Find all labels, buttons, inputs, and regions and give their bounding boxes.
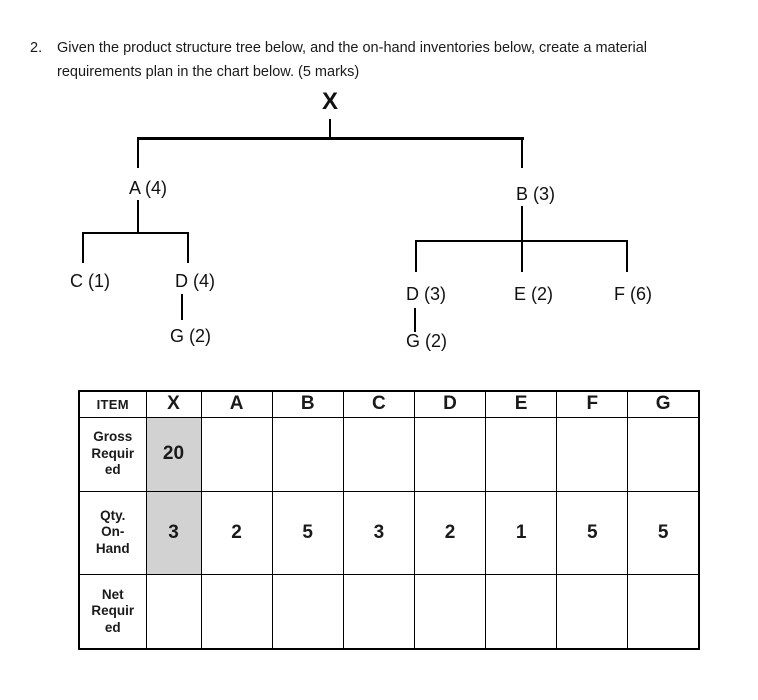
cell-gross-e — [485, 416, 558, 492]
cell-gross-f — [556, 416, 629, 492]
tree-node-a: A (4) — [129, 178, 168, 198]
tree-edge-d1-drop — [187, 232, 189, 263]
col-header-f: F — [556, 390, 629, 418]
tree-node-d-under-b: D (3) — [406, 284, 446, 304]
row-label-qty-on-hand: Qty. On- Hand — [78, 490, 147, 575]
cell-qty-a: 2 — [200, 490, 273, 575]
qty-on-hand-row: Qty. On- Hand 3 2 5 3 2 1 5 5 — [78, 490, 700, 575]
row-label-net-required: Net Requir ed — [78, 573, 147, 650]
cell-net-f — [556, 573, 629, 650]
gross-required-row: Gross Requir ed 20 — [78, 416, 700, 492]
tree-node-d-under-a: D (4) — [175, 271, 215, 291]
col-header-x: X — [145, 390, 202, 418]
tree-node-c: C (1) — [70, 271, 110, 291]
cell-gross-d — [413, 416, 487, 492]
tree-edge-c-drop — [82, 232, 84, 263]
tree-edge-d2-g-stub — [414, 308, 416, 332]
tree-edge-f-drop — [626, 240, 628, 272]
col-header-e: E — [485, 390, 558, 418]
cell-gross-x: 20 — [145, 416, 202, 492]
product-structure-tree: X A (4) B (3) C (1) D (4) G (2) D (3) E … — [70, 88, 652, 351]
col-header-b: B — [271, 390, 344, 418]
tree-node-f: F (6) — [614, 284, 652, 304]
cell-net-x — [145, 573, 202, 650]
tree-node-e: E (2) — [514, 284, 554, 304]
question-text: Given the product structure tree below, … — [57, 40, 648, 80]
cell-net-c — [342, 573, 415, 650]
cell-net-d — [413, 573, 487, 650]
question-number: 2. — [30, 40, 43, 56]
cell-qty-g: 5 — [627, 490, 700, 575]
tree-edge-a-children-bar — [82, 232, 189, 234]
col-header-item: ITEM — [78, 390, 147, 418]
cell-qty-e: 1 — [485, 490, 558, 575]
tree-edge-main-bar — [137, 137, 524, 140]
col-header-c: C — [342, 390, 415, 418]
net-required-row: Net Requir ed — [78, 573, 700, 650]
table-header-row: ITEM X A B C D E F G — [78, 390, 700, 418]
tree-edge-a-stub — [137, 200, 139, 234]
tree-edge-main-right-drop — [521, 137, 523, 168]
cell-qty-d: 2 — [413, 490, 487, 575]
row-label-gross-required: Gross Requir ed — [78, 416, 147, 492]
cell-gross-g — [627, 416, 700, 492]
cell-qty-f: 5 — [556, 490, 629, 575]
tree-node-g-under-da: G (2) — [170, 326, 212, 346]
col-header-a: A — [200, 390, 273, 418]
cell-net-b — [271, 573, 344, 650]
tree-edge-b-stub-through — [521, 206, 523, 272]
cell-gross-b — [271, 416, 344, 492]
tree-node-b: B (3) — [516, 184, 556, 204]
tree-edge-d2-drop — [415, 240, 417, 272]
cell-net-a — [200, 573, 273, 650]
col-header-d: D — [413, 390, 487, 418]
tree-node-x: X — [321, 88, 338, 115]
cell-qty-x: 3 — [145, 490, 202, 575]
tree-edge-d1-g-stub — [181, 294, 183, 320]
cell-qty-c: 3 — [342, 490, 415, 575]
col-header-g: G — [627, 390, 700, 418]
cell-net-e — [485, 573, 558, 650]
cell-gross-c — [342, 416, 415, 492]
cell-qty-b: 5 — [271, 490, 344, 575]
tree-edge-b-children-bar — [415, 240, 628, 242]
tree-edge-main-left-drop — [137, 137, 139, 168]
tree-edge-root-stub — [329, 119, 331, 139]
cell-gross-a — [200, 416, 273, 492]
mrp-table: ITEM X A B C D E F G Gross Requir ed 20 — [78, 390, 700, 650]
tree-node-g-under-db: G (2) — [406, 331, 448, 351]
cell-net-g — [627, 573, 700, 650]
question: 2. Given the product structure tree belo… — [30, 36, 647, 84]
